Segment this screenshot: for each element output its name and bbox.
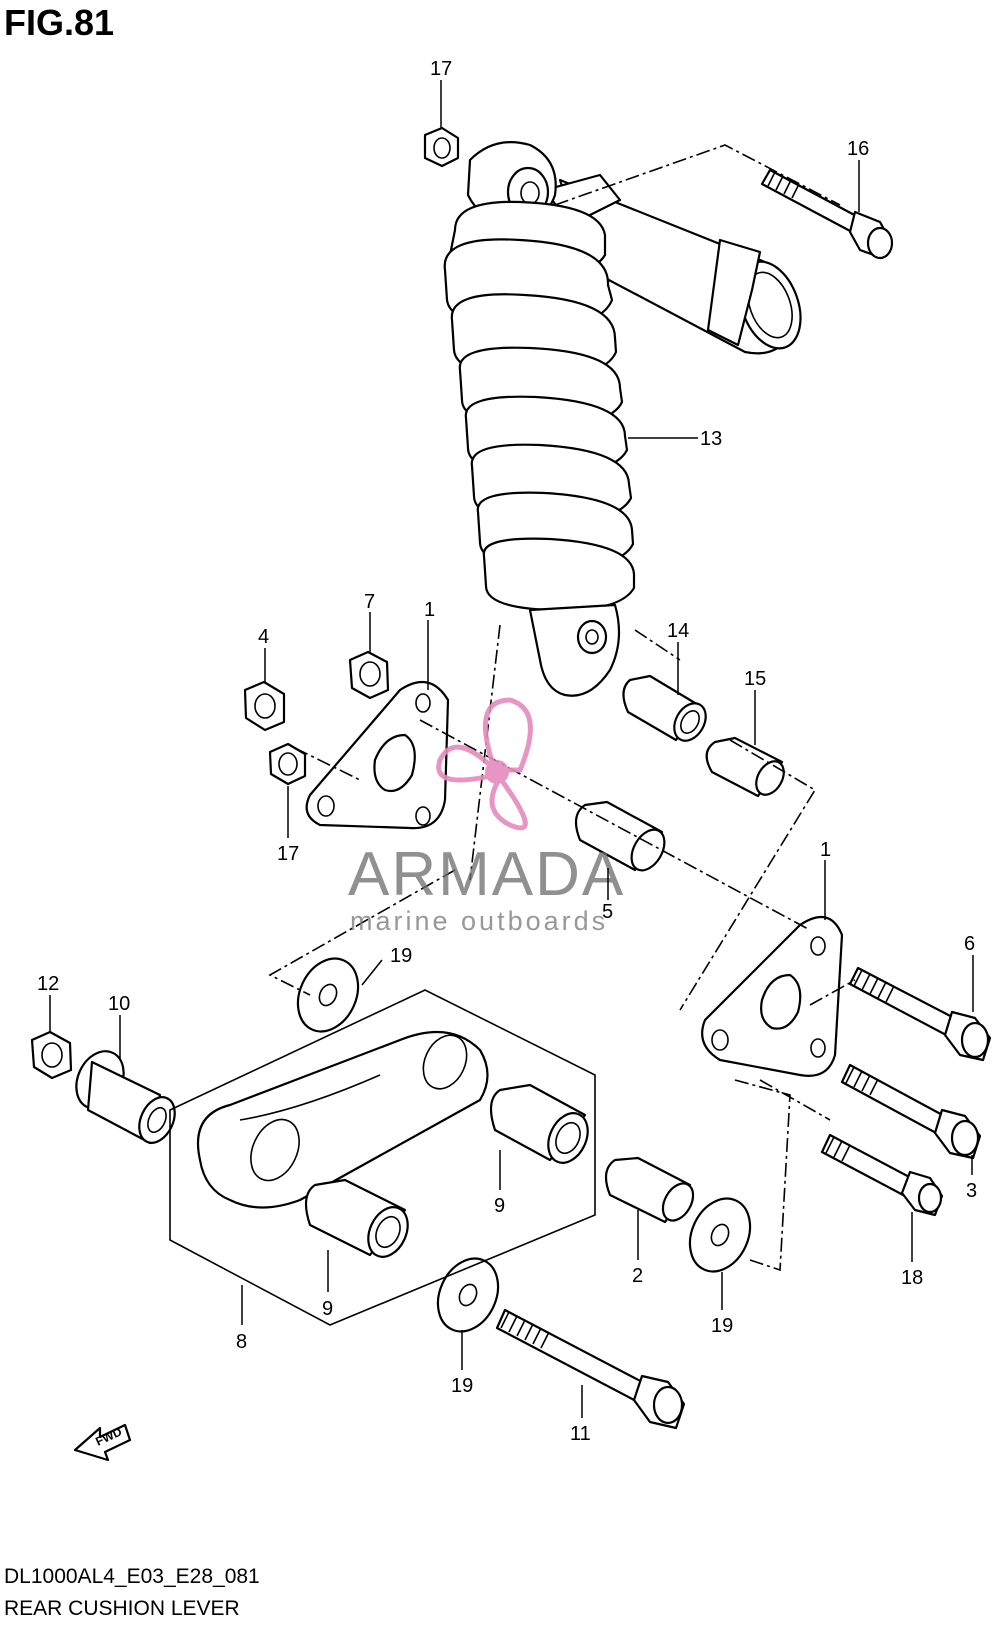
callout-19-bottom: 19 [451,1375,473,1397]
callout-13: 13 [700,428,722,450]
callout-3: 3 [966,1180,977,1202]
callout-6: 6 [964,933,975,955]
nut-12[interactable] [30,1030,73,1080]
brand-watermark: ARMADA marine outboards [348,697,625,936]
callout-18: 18 [901,1267,923,1289]
nut-17-left[interactable] [268,742,307,786]
callout-16: 16 [847,138,869,160]
callout-1-right: 1 [820,839,831,861]
bracket-1-left[interactable] [305,680,450,830]
callout-7: 7 [364,591,375,613]
nut-7[interactable] [348,650,390,700]
callout-8: 8 [236,1331,247,1353]
washer-19-right[interactable] [679,1189,762,1282]
collar-10[interactable] [67,1044,181,1149]
callout-19-right: 19 [711,1315,733,1337]
fwd-arrow-icon: FWD [73,1423,132,1462]
callout-15: 15 [744,668,766,690]
washer-19-top[interactable] [287,949,370,1042]
bolt-3[interactable] [840,1063,982,1160]
spacer-5[interactable] [574,800,671,876]
bearing-14[interactable] [622,674,712,746]
leader-lines [49,80,974,1418]
callout-numbers: 17 16 13 7 1 4 14 15 17 5 1 19 6 12 10 9… [37,58,977,1445]
callout-12: 12 [37,973,59,995]
nut-17-top[interactable] [423,126,460,168]
callout-11: 11 [570,1423,591,1445]
watermark-tagline: marine outboards [350,906,608,936]
callout-9-upper: 9 [494,1195,505,1217]
spacer-2[interactable] [604,1156,699,1226]
callout-14: 14 [667,620,689,642]
callout-4: 4 [258,626,269,648]
callout-9-lower: 9 [322,1298,333,1320]
section-name: REAR CUSHION LEVER [4,1597,240,1620]
nut-4[interactable] [243,680,286,732]
propeller-logo-icon [436,697,533,831]
spacer-15[interactable] [705,736,790,800]
callout-19-top: 19 [390,945,412,967]
callout-10: 10 [108,993,130,1015]
watermark-brand: ARMADA [348,840,625,909]
callout-17-top: 17 [430,58,452,80]
model-code: DL1000AL4_E03_E28_081 [4,1565,260,1588]
callout-1-left: 1 [424,599,435,621]
rear-cushion-lever-8[interactable] [196,1028,489,1209]
bolt-16[interactable] [760,168,894,260]
rear-shock-absorber[interactable] [443,141,812,697]
figure-title: FIG.81 [4,2,115,43]
callout-17-left: 17 [277,843,299,865]
bolt-6[interactable] [848,966,992,1062]
assembly-lines [268,144,856,1272]
bearing-9-lower[interactable] [304,1178,415,1263]
lever-assembly-frame [169,989,596,1326]
bracket-1-right[interactable] [701,915,844,1077]
bolt-18[interactable] [820,1133,944,1217]
callout-5: 5 [602,901,613,923]
bolt-11[interactable] [495,1308,686,1430]
bearing-9-upper[interactable] [489,1083,595,1169]
callout-2: 2 [632,1265,643,1287]
